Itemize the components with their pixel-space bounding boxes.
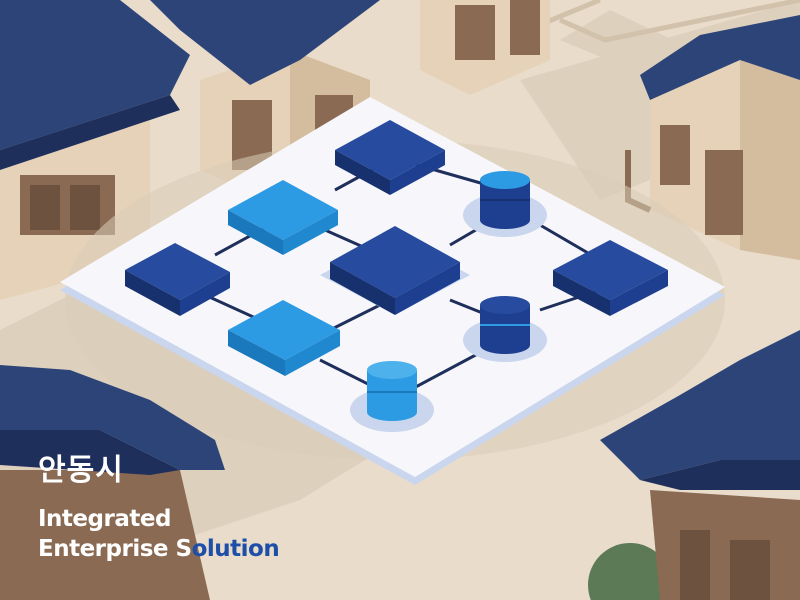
server-block-icon bbox=[228, 300, 340, 376]
house-top-right bbox=[420, 0, 550, 95]
city-name: 안동시 bbox=[38, 453, 124, 488]
hanok-roof-icon bbox=[640, 15, 800, 100]
house-top-left bbox=[0, 0, 190, 300]
tagline-line-2-start: Enterprise S bbox=[38, 536, 192, 562]
tagline-line-2-accent: olution bbox=[191, 536, 280, 562]
house-bottom-right bbox=[588, 330, 800, 600]
database-icon bbox=[350, 361, 434, 432]
server-block-icon bbox=[228, 180, 338, 255]
house-bottom-left bbox=[0, 365, 225, 600]
server-block-icon bbox=[553, 240, 668, 316]
server-block-icon bbox=[125, 243, 230, 316]
hanok-roof-icon bbox=[0, 365, 225, 470]
tagline-line-1: Integrated bbox=[38, 506, 171, 532]
house-right bbox=[625, 15, 800, 260]
tagline-line-2: Enterprise Solution bbox=[38, 534, 358, 564]
caption: 안동시 Integrated Enterprise Solution bbox=[38, 452, 358, 564]
hanok-roof-icon bbox=[0, 0, 190, 150]
server-block-icon-center bbox=[320, 226, 470, 315]
database-icon bbox=[463, 171, 547, 237]
server-block-icon bbox=[335, 120, 445, 195]
hanok-roof-icon bbox=[600, 330, 800, 480]
database-icon bbox=[463, 296, 547, 362]
